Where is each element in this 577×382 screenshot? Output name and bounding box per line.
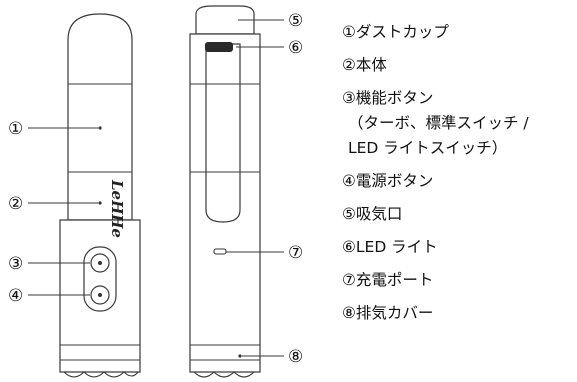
legend-item-function-button-note-1: （ターボ、標準スイッチ / [348,114,529,132]
device-front-view: LeHHe [59,13,141,378]
callout-3: ③ [8,254,23,274]
led-light [205,42,233,52]
legend-item-intake: ⑤吸気口 [342,205,402,223]
device-side-view [189,5,261,378]
callout-2: ② [8,194,23,214]
legend-item-dust-cup: ①ダストカップ [342,23,449,41]
callout-1: ① [8,119,23,139]
legend-item-exhaust-cover: ⑧排気カバー [342,304,433,322]
legend-item-power-button: ④電源ボタン [342,172,433,190]
legend-item-led-light: ⑥LED ライト [342,238,438,256]
legend-item-charging-port: ⑦充電ポート [342,271,433,289]
callout-6: ⑥ [288,38,303,58]
leader-lines [28,19,284,357]
brand-logo: LeHHe [108,179,126,238]
callout-numbers: ① ② ③ ④ ⑤ ⑥ ⑦ ⑧ [8,11,303,367]
charging-port [213,248,227,255]
callout-5: ⑤ [288,11,303,31]
legend-item-function-button-note-2: LED ライトスイッチ） [348,139,507,157]
legend-item-function-button: ③機能ボタン [342,89,433,107]
legend: ①ダストカップ ②本体 ③機能ボタン （ターボ、標準スイッチ / LED ライト… [342,23,529,322]
callout-8: ⑧ [288,347,303,367]
legend-item-body: ②本体 [342,56,387,74]
callout-4: ④ [8,286,23,306]
callout-7: ⑦ [288,243,303,263]
